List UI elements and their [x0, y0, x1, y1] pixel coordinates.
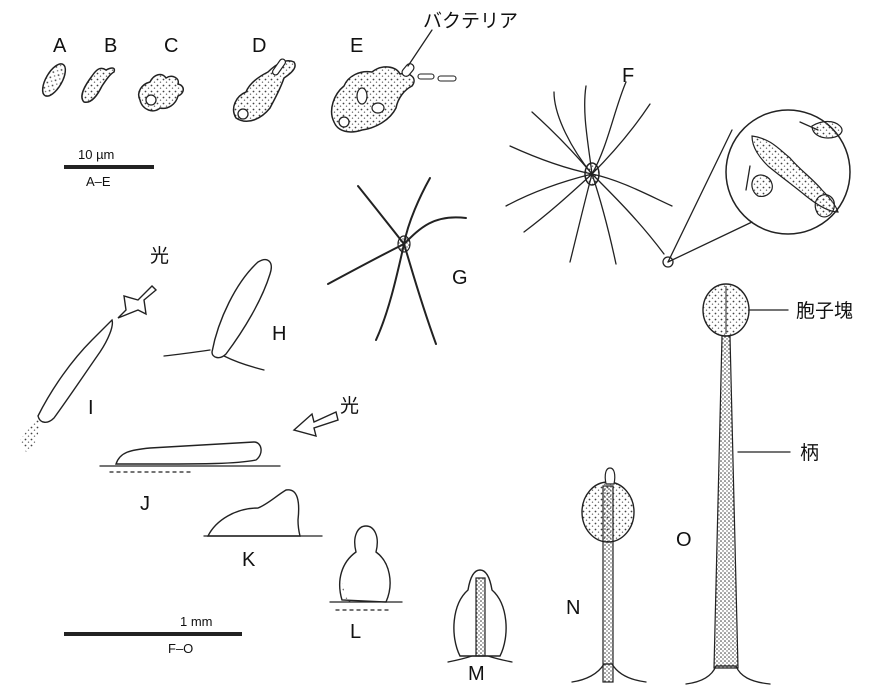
scale-bar-macro-range: F–O	[168, 641, 193, 656]
stage-j-horizontal-slug	[100, 442, 280, 472]
stage-c-amoeba	[139, 75, 184, 111]
label-l: L	[350, 621, 361, 643]
scale-bar-macro-value: 1 mm	[180, 614, 213, 629]
scale-bar-micro-value: 10 µm	[78, 147, 114, 162]
light-annotation-1: 光	[150, 245, 169, 267]
stage-n-rising-sorus	[572, 468, 646, 682]
stage-g-streaming-aggregate	[328, 178, 466, 344]
stalk-annotation: 柄	[800, 442, 819, 464]
scale-bar-micro: 10 µm A–E	[64, 147, 154, 189]
label-b: B	[104, 35, 117, 57]
stage-d-feeding-amoeba	[234, 58, 295, 121]
stage-f-aggregation-streams	[506, 82, 850, 267]
stage-m-stalk-forming	[448, 570, 512, 662]
stage-i-migrating-slug	[20, 320, 112, 452]
label-j: J	[140, 493, 150, 515]
label-i: I	[88, 397, 94, 419]
light-annotation-2: 光	[340, 395, 359, 417]
scale-bar-macro: 1 mm F–O	[64, 614, 242, 656]
stage-a-spore	[38, 60, 70, 99]
label-c: C	[164, 35, 178, 57]
label-g: G	[452, 267, 468, 289]
label-e: E	[350, 35, 363, 57]
label-f: F	[622, 65, 634, 87]
spore-mass-annotation: 胞子塊	[796, 300, 853, 322]
stage-o-mature-fruiting-body	[686, 284, 770, 684]
label-k: K	[242, 549, 256, 571]
label-o: O	[676, 529, 692, 551]
label-a: A	[53, 35, 67, 57]
stage-h-standing-slug	[164, 260, 271, 370]
stage-b-germinating-amoeba	[82, 68, 115, 102]
scale-bar-micro-range: A–E	[86, 174, 111, 189]
label-m: M	[468, 663, 485, 685]
light-arrow-2	[294, 412, 338, 436]
bacteria-annotation: バクテリア	[423, 10, 518, 32]
label-d: D	[252, 35, 266, 57]
light-arrow-1	[118, 286, 156, 318]
label-h: H	[272, 323, 286, 345]
stage-l-mexican-hat	[330, 526, 402, 610]
stage-k-culmination-start	[204, 490, 322, 536]
label-n: N	[566, 597, 580, 619]
